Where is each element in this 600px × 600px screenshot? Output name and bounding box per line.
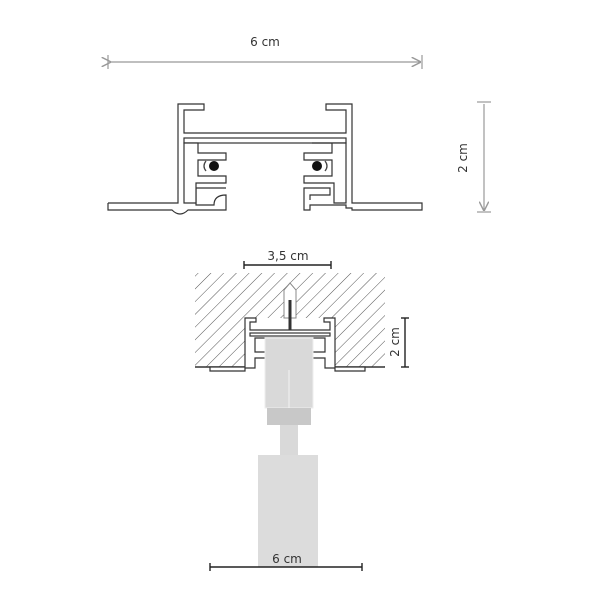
track-profile-cross-section: [107, 103, 423, 215]
top-width-label: 6 cm: [250, 35, 280, 49]
right-conductor-icon: [312, 161, 322, 171]
top-width-dimension: 6 cm: [108, 35, 423, 69]
top-height-label: 2 cm: [456, 143, 470, 173]
wall-plug-and-screw: [283, 282, 297, 336]
fixture-adapter-base: [267, 408, 311, 425]
recess-width-label: 3,5 cm: [267, 249, 308, 263]
left-conductor-icon: [209, 161, 219, 171]
fixture-width-label: 6 cm: [272, 552, 302, 566]
fixture-width-dimension: 6 cm: [209, 552, 363, 571]
fixture-stem: [280, 425, 298, 455]
recess-depth-label: 2 cm: [388, 327, 402, 357]
spotlight-fixture: [258, 337, 318, 567]
top-height-dimension: 2 cm: [456, 101, 491, 213]
fixture-body: [258, 455, 318, 567]
recess-width-dimension: 3,5 cm: [243, 249, 332, 269]
recess-depth-dimension: 2 cm: [388, 317, 409, 368]
mounted-track-profile: [209, 317, 366, 372]
